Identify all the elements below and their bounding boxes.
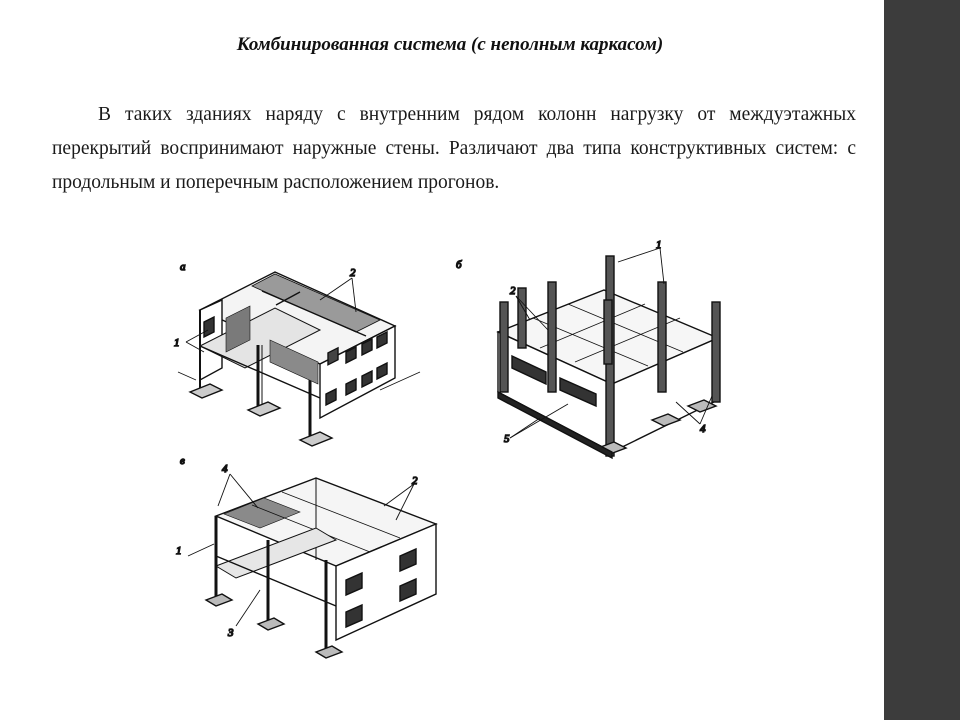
figure-b-letter: б xyxy=(456,259,462,271)
figure-c-callout-4: 4 xyxy=(222,463,228,475)
drawings: а 2 1 б xyxy=(173,238,721,659)
figure-c-building xyxy=(187,473,438,659)
slide-side-bar xyxy=(884,0,960,720)
figure-b-callout-4: 4 xyxy=(700,423,706,435)
figure-b-building xyxy=(496,247,721,460)
figure-c-callout-2: 2 xyxy=(412,475,418,487)
figure-a-letter: а xyxy=(180,261,186,273)
figure-b-callout-1: 1 xyxy=(656,239,662,251)
figure-c-letter: в xyxy=(180,455,185,467)
figure-c-callout-3: 3 xyxy=(227,627,234,639)
slide-paragraph: В таких зданиях наряду с внутренним рядо… xyxy=(52,104,856,193)
slide-title: Комбинированная система (с неполным карк… xyxy=(236,34,664,55)
figure-a-callout-2: 2 xyxy=(350,267,356,279)
figure-a-callout-1: 1 xyxy=(174,337,180,349)
figure-b-callout-5: 5 xyxy=(504,433,510,445)
figure-c-callout-1: 1 xyxy=(176,545,182,557)
figure-b-callout-2: 2 xyxy=(510,285,516,297)
figure-a-building xyxy=(177,271,421,447)
